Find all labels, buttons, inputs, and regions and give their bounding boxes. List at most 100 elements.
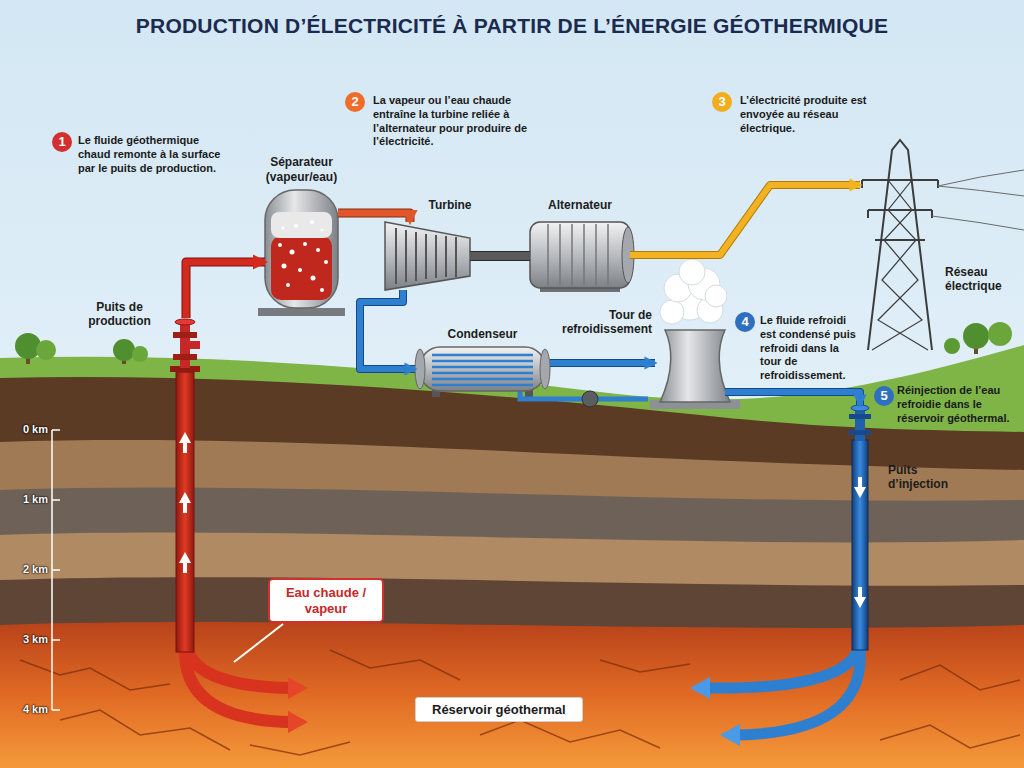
separator-vessel-part <box>258 308 345 316</box>
injection-wellhead-part <box>851 405 869 411</box>
node-label: Tour de refroidissement <box>555 308 652 337</box>
label-anchor: 3 km <box>10 633 48 645</box>
null-part <box>660 259 727 324</box>
label-anchor: 0 km <box>10 423 48 435</box>
ground-layers-part <box>0 577 1024 768</box>
label-anchor: 1 km <box>10 493 48 505</box>
turbine-part <box>385 222 470 290</box>
null-part-part <box>405 230 407 282</box>
condenser-part <box>582 391 598 407</box>
pylon-part <box>862 180 938 218</box>
null-part-part <box>321 229 324 232</box>
callout-note: Le fluide géothermique chaud remonte à l… <box>78 134 228 175</box>
turbine: Turbine <box>385 222 470 290</box>
pylon-part <box>932 170 1024 230</box>
label-anchor: Le fluide géothermique chaud remonte à l… <box>78 134 228 175</box>
pipe-outline <box>360 290 415 369</box>
separator: Séparateur (vapeur/eau) <box>265 190 338 316</box>
trees-part <box>113 339 135 361</box>
node-label: Alternateur <box>530 198 630 212</box>
separator-vessel-part <box>271 236 332 300</box>
condenser-part <box>415 349 425 389</box>
label-anchor: 2 km <box>10 563 48 575</box>
label-anchor: 5 <box>874 386 894 406</box>
null-part-part <box>278 243 282 247</box>
null-part-part <box>679 259 705 285</box>
trees-part <box>36 340 56 360</box>
depth-scale <box>52 430 60 710</box>
injection-pipe-part <box>708 640 860 688</box>
injection-well: Puits d’injection <box>848 405 872 440</box>
pipe-outline <box>338 213 410 222</box>
null-part-part <box>583 224 585 286</box>
null-part <box>396 228 456 284</box>
ground-layers-part <box>0 377 1024 768</box>
pylon-part <box>872 180 928 350</box>
injection-pipe <box>690 440 868 746</box>
turbine <box>385 222 470 290</box>
production-pipe <box>176 372 308 733</box>
label-anchor: Réinjection de l’eau refroidie dans le r… <box>897 384 1017 425</box>
depth-label: 3 km <box>10 633 48 645</box>
callout-number: 1 <box>52 132 72 152</box>
null-part-part <box>445 236 447 277</box>
pipe-connector <box>725 392 860 405</box>
diagram-title: PRODUCTION D’ÉLECTRICITÉ À PARTIR DE L’É… <box>0 14 1024 38</box>
ground-layers-part <box>0 488 1024 768</box>
label-anchor: La vapeur ou l’eau chaude entraîne la tu… <box>373 94 531 149</box>
condenser: Condenseur <box>415 345 550 393</box>
pipe-outline <box>470 251 530 261</box>
pipe-group <box>630 185 860 255</box>
production-wellhead-part <box>175 319 195 325</box>
reservoir-box: Réservoir géothermal <box>415 697 583 722</box>
separator-vessel <box>258 190 345 316</box>
production-wellhead-part <box>173 354 197 360</box>
separator-vessel-part <box>265 190 338 308</box>
null-part-part <box>432 378 533 381</box>
callout-number: 2 <box>345 92 365 112</box>
cooling-tower <box>650 259 740 409</box>
ground-layers-part <box>0 440 1024 768</box>
injection-pipe-part <box>854 587 866 608</box>
production-wellhead <box>170 319 200 372</box>
depth-scale-part <box>52 429 60 431</box>
ground-layers-part <box>0 533 1024 768</box>
null-part-part <box>432 354 533 357</box>
callout-note: La vapeur ou l’eau chaude entraîne la tu… <box>373 94 531 149</box>
null-part-part <box>294 224 298 228</box>
node-label: Séparateur (vapeur/eau) <box>255 155 348 184</box>
node-label: Puits d’injection <box>888 463 960 492</box>
power-grid: Réseau électrique <box>860 140 940 350</box>
node-label: Puits de production <box>77 300 162 329</box>
production-wellhead-part <box>180 320 190 368</box>
production-pipe-part <box>176 372 194 652</box>
label-anchor: 4 km <box>10 703 48 715</box>
callout-note: Le fluide refroidi est condensé puis ref… <box>760 314 862 383</box>
alternator <box>530 222 634 292</box>
null-part-part <box>282 264 287 269</box>
callout-number: 4 <box>735 312 755 332</box>
pipe-connector <box>550 360 655 366</box>
null-part-part <box>282 227 285 230</box>
pipe-group <box>550 363 655 364</box>
node-label: Turbine <box>405 198 495 212</box>
injection-pipe-part <box>854 477 866 498</box>
null-part-part <box>290 250 295 255</box>
label-anchor: 1 <box>52 132 72 152</box>
null-part-part <box>455 237 457 277</box>
injection-wellhead-part <box>849 414 871 419</box>
pipe-connector <box>338 213 410 222</box>
injection-wellhead-part <box>855 407 865 441</box>
null-part-part <box>303 242 307 246</box>
null-part-part <box>298 268 302 272</box>
leader-line <box>234 624 283 662</box>
production-pipe-part <box>179 492 191 513</box>
node-label: Condenseur <box>415 327 550 341</box>
null-part-part <box>432 384 533 387</box>
null-part-part <box>432 372 533 375</box>
null-part-part <box>286 283 290 287</box>
callout-number: 3 <box>712 92 732 112</box>
